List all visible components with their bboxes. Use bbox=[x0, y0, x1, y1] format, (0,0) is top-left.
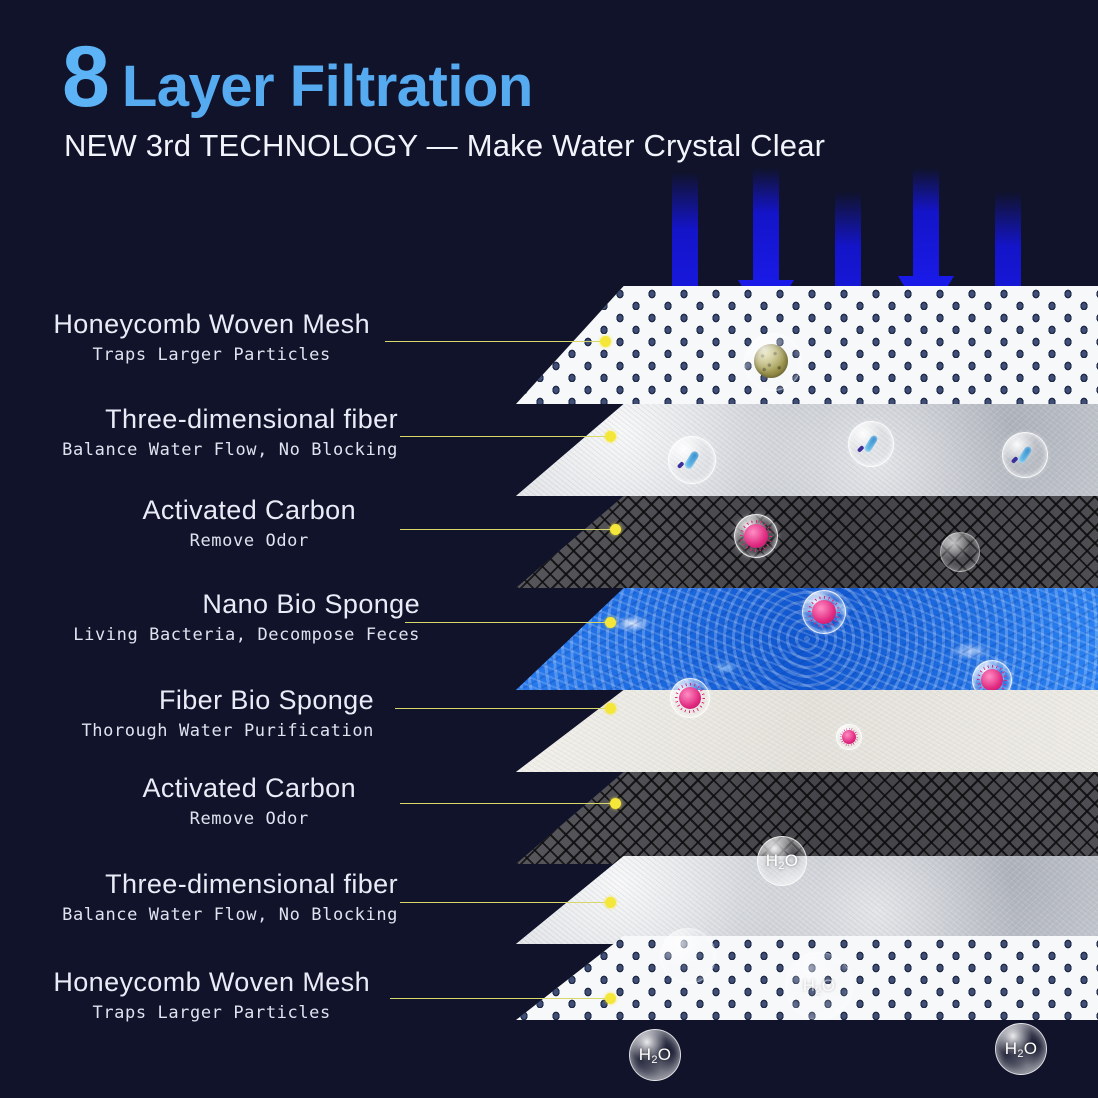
h2o-bubble: H2O bbox=[757, 836, 807, 886]
callout-desc: Balance Water Flow, No Blocking bbox=[62, 439, 398, 460]
callout-layer-5: Fiber Bio Sponge Thorough Water Purifica… bbox=[81, 685, 374, 741]
arrow-shaft bbox=[753, 168, 779, 286]
layer-surface bbox=[516, 496, 1098, 588]
virus-particle-icon bbox=[811, 599, 837, 625]
leader-dot bbox=[605, 897, 616, 908]
callout-title: Activated Carbon bbox=[142, 773, 356, 803]
leader-dot bbox=[600, 336, 611, 347]
layer-three-dimensional-fiber-bottom bbox=[516, 856, 1098, 944]
leader-line bbox=[400, 436, 610, 437]
rod-bacteria-icon bbox=[683, 449, 701, 471]
virus-particle-icon bbox=[678, 686, 702, 710]
layer-surface bbox=[516, 690, 1098, 772]
leader-line bbox=[390, 998, 610, 999]
leader-dot bbox=[605, 703, 616, 714]
layer-surface bbox=[516, 772, 1098, 864]
bacteria-bubble bbox=[848, 421, 894, 467]
bubble bbox=[660, 928, 716, 984]
layer-surface bbox=[516, 856, 1098, 944]
leader-dot bbox=[605, 993, 616, 1004]
callout-layer-6: Activated Carbon Remove Odor bbox=[142, 773, 356, 829]
slab bbox=[516, 286, 1098, 404]
virus-particle-icon bbox=[842, 730, 856, 744]
bacteria-bubble bbox=[668, 436, 716, 484]
layer-surface bbox=[516, 286, 1098, 404]
layer-surface bbox=[516, 404, 1098, 496]
virus-bubble bbox=[734, 514, 778, 558]
h2o-bubble: H2O bbox=[629, 1029, 681, 1081]
slab bbox=[516, 856, 1098, 944]
callout-title: Activated Carbon bbox=[142, 495, 356, 525]
callout-layer-1: Honeycomb Woven Mesh Traps Larger Partic… bbox=[53, 309, 370, 365]
h2o-bubble: H2O bbox=[785, 952, 853, 1020]
leader-dot bbox=[605, 617, 616, 628]
leader-line bbox=[395, 708, 610, 709]
callout-desc: Balance Water Flow, No Blocking bbox=[62, 904, 398, 925]
callout-title: Three-dimensional fiber bbox=[105, 404, 398, 434]
bacteria-bubble bbox=[1002, 432, 1048, 478]
callout-layer-7: Three-dimensional fiber Balance Water Fl… bbox=[62, 869, 398, 925]
leader-line bbox=[400, 902, 610, 903]
rod-bacteria-icon bbox=[1010, 455, 1019, 464]
callout-title: Nano Bio Sponge bbox=[202, 589, 420, 619]
rod-bacteria-icon bbox=[1016, 445, 1034, 465]
h2o-bubble: H2O bbox=[995, 1023, 1047, 1075]
slab bbox=[516, 496, 1098, 588]
callout-title: Honeycomb Woven Mesh bbox=[53, 967, 370, 997]
layer-activated-carbon-lower bbox=[516, 772, 1098, 864]
callout-title: Fiber Bio Sponge bbox=[158, 685, 374, 715]
leader-line bbox=[400, 803, 615, 804]
slab bbox=[516, 772, 1098, 864]
leader-line bbox=[400, 529, 615, 530]
leader-dot bbox=[610, 524, 621, 535]
virus-particle-icon bbox=[980, 668, 1004, 692]
h2o-label: H2O bbox=[1004, 1039, 1038, 1060]
title-text: Layer Filtration bbox=[121, 54, 533, 119]
callout-layer-3: Activated Carbon Remove Odor bbox=[142, 495, 356, 551]
callout-layer-8: Honeycomb Woven Mesh Traps Larger Partic… bbox=[53, 967, 370, 1023]
bubble bbox=[940, 532, 980, 572]
callout-layer-2: Three-dimensional fiber Balance Water Fl… bbox=[62, 404, 398, 460]
virus-bubble bbox=[670, 678, 710, 718]
callout-title: Honeycomb Woven Mesh bbox=[53, 309, 370, 339]
slab bbox=[516, 690, 1098, 772]
arrow-shaft bbox=[913, 168, 939, 282]
leader-dot bbox=[605, 431, 616, 442]
callout-desc: Remove Odor bbox=[189, 530, 309, 551]
layer-nano-bio-sponge bbox=[516, 588, 1098, 700]
callout-desc: Traps Larger Particles bbox=[92, 344, 331, 365]
virus-particle-icon bbox=[743, 523, 769, 549]
h2o-label: H2O bbox=[765, 851, 799, 872]
callout-desc: Living Bacteria, Decompose Feces bbox=[73, 624, 420, 645]
leader-line bbox=[405, 622, 610, 623]
callout-desc: Remove Odor bbox=[189, 808, 309, 829]
subtitle: NEW 3rd TECHNOLOGY — Make Water Crystal … bbox=[64, 128, 826, 163]
callout-layer-4: Nano Bio Sponge Living Bacteria, Decompo… bbox=[73, 589, 420, 645]
page-title: 8 Layer Filtration bbox=[62, 34, 533, 120]
callout-title: Three-dimensional fiber bbox=[105, 869, 398, 899]
layer-honeycomb-top bbox=[516, 286, 1098, 404]
bubble bbox=[744, 333, 802, 391]
slab bbox=[516, 404, 1098, 496]
layer-three-dimensional-fiber-top bbox=[516, 404, 1098, 496]
virus-bubble bbox=[802, 590, 846, 634]
header: 8 Layer Filtration NEW 3rd TECHNOLOGY — … bbox=[0, 0, 1098, 180]
layer-activated-carbon-upper bbox=[516, 496, 1098, 588]
layer-fiber-bio-sponge bbox=[516, 678, 1098, 772]
callout-desc: Traps Larger Particles bbox=[92, 1002, 331, 1023]
rod-bacteria-icon bbox=[862, 434, 880, 454]
leader-line bbox=[385, 341, 605, 342]
leader-dot bbox=[610, 798, 621, 809]
virus-bubble bbox=[836, 724, 862, 750]
layer-count-number: 8 bbox=[62, 29, 110, 125]
h2o-label: H2O bbox=[802, 976, 836, 997]
h2o-label: H2O bbox=[638, 1045, 672, 1066]
rod-bacteria-icon bbox=[856, 444, 865, 453]
callout-desc: Thorough Water Purification bbox=[81, 720, 374, 741]
